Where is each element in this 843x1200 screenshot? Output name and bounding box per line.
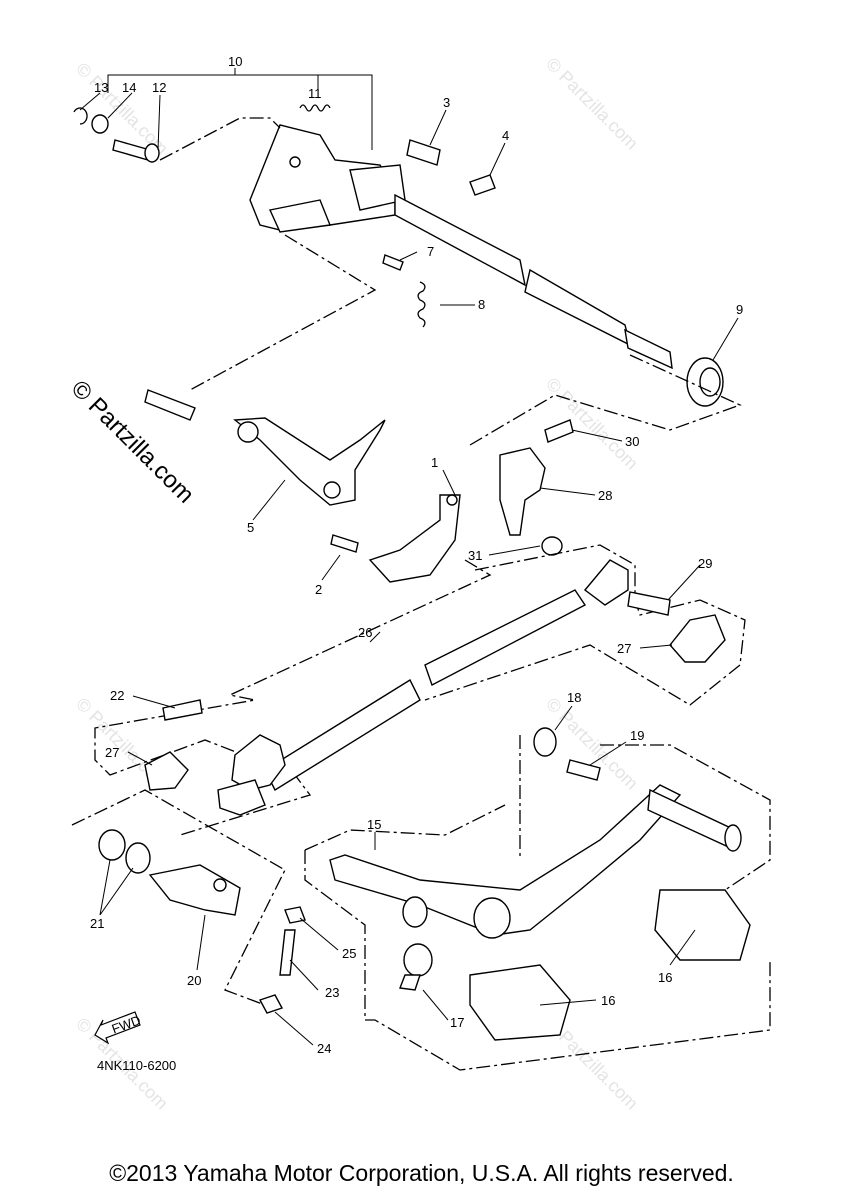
watermark: © Partzilla.com bbox=[542, 374, 642, 474]
callout-26: 26 bbox=[358, 625, 372, 640]
callout-18: 18 bbox=[567, 690, 581, 705]
callout-21: 21 bbox=[90, 916, 104, 931]
callout-5: 5 bbox=[247, 520, 254, 535]
callout-16b: 16 bbox=[601, 993, 615, 1008]
callout-7: 7 bbox=[427, 244, 434, 259]
callout-20: 20 bbox=[187, 973, 201, 988]
callout-12: 12 bbox=[152, 80, 166, 95]
callout-22: 22 bbox=[110, 688, 124, 703]
callout-3: 3 bbox=[443, 95, 450, 110]
copyright-notice: ©2013 Yamaha Motor Corporation, U.S.A. A… bbox=[109, 1160, 734, 1186]
callout-24: 24 bbox=[317, 1041, 331, 1056]
shift-rod-assembly bbox=[94, 544, 746, 836]
callouts: 1 2 3 4 5 7 8 9 10 11 12 13 14 15 16 16 … bbox=[90, 54, 743, 1056]
callout-31: 31 bbox=[468, 548, 482, 563]
callout-11: 11 bbox=[308, 86, 322, 101]
partzilla-watermark: © Partzilla.com bbox=[66, 375, 199, 508]
exploded-parts-diagram: © Partzilla.com © Partzilla.com © Partzi… bbox=[66, 54, 771, 1114]
callout-13: 13 bbox=[94, 80, 108, 95]
watermark: © Partzilla.com bbox=[542, 54, 642, 154]
callout-1: 1 bbox=[431, 455, 438, 470]
callout-14: 14 bbox=[122, 80, 136, 95]
shift-arm-assembly bbox=[71, 789, 306, 1014]
part-code: 4NK110-6200 bbox=[97, 1058, 176, 1073]
callout-4: 4 bbox=[502, 128, 509, 143]
callout-19: 19 bbox=[630, 728, 644, 743]
callout-29: 29 bbox=[698, 556, 712, 571]
callout-10: 10 bbox=[228, 54, 242, 69]
callout-9: 9 bbox=[736, 302, 743, 317]
leader-lines bbox=[79, 92, 739, 1046]
callout-25: 25 bbox=[342, 946, 356, 961]
callout-16: 16 bbox=[658, 970, 672, 985]
callout-15: 15 bbox=[367, 817, 381, 832]
shift-pedal-assembly bbox=[304, 727, 771, 1071]
linkage-bracket-assembly bbox=[144, 389, 574, 583]
shift-shaft-assembly bbox=[73, 68, 742, 446]
callout-30: 30 bbox=[625, 434, 639, 449]
fwd-arrow-icon: FWD bbox=[94, 1011, 143, 1045]
callout-27b: 27 bbox=[617, 641, 631, 656]
callout-27: 27 bbox=[105, 745, 119, 760]
callout-2: 2 bbox=[315, 582, 322, 597]
fwd-label: FWD bbox=[110, 1012, 143, 1036]
callout-23: 23 bbox=[325, 985, 339, 1000]
callout-8: 8 bbox=[478, 297, 485, 312]
callout-17: 17 bbox=[450, 1015, 464, 1030]
callout-28: 28 bbox=[598, 488, 612, 503]
